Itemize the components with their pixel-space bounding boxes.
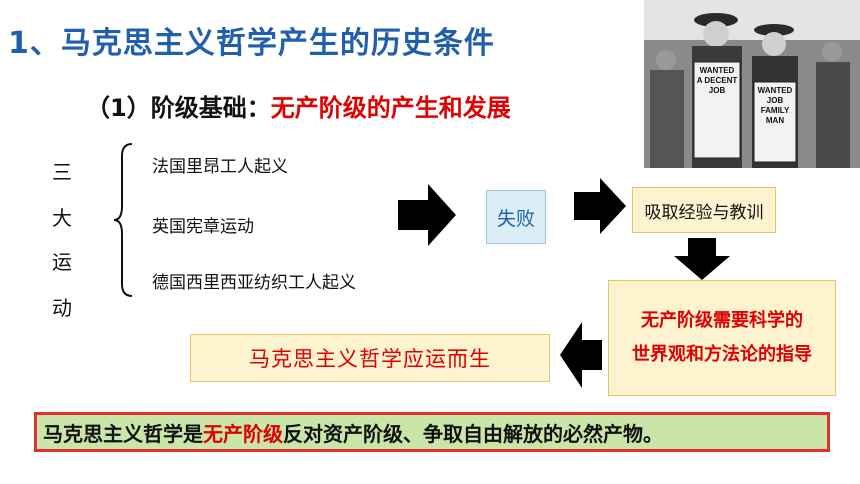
sign-text-1: WANTED A DECENT JOB xyxy=(696,66,738,95)
subtitle-prefix: （1）阶级基础： xyxy=(86,94,271,122)
conclusion-part-2: 反对资产阶级、争取自由解放的必然产物。 xyxy=(283,421,663,446)
sign-text-2: WANTED JOB FAMILY MAN xyxy=(757,86,793,125)
conclusion-banner: 马克思主义哲学是无产阶级反对资产阶级、争取自由解放的必然产物。 xyxy=(34,412,830,452)
movement-item-chartism: 英国宪章运动 xyxy=(152,217,254,237)
need-line-2: 世界观和方法论的指导 xyxy=(632,344,812,365)
arrow-right-icon xyxy=(398,184,456,246)
arrow-right-icon-2 xyxy=(574,178,626,234)
arrow-down-icon xyxy=(674,238,730,280)
conclusion-highlight: 无产阶级 xyxy=(203,421,283,446)
side-label-char-3: 运 xyxy=(52,250,72,274)
movement-item-lyon: 法国里昂工人起义 xyxy=(152,157,288,177)
subtitle-highlight: 无产阶级的产生和发展 xyxy=(270,94,511,122)
slide-title: 1、马克思主义哲学产生的历史条件 xyxy=(8,26,495,61)
fail-box: 失败 xyxy=(486,190,546,244)
need-line-1: 无产阶级需要科学的 xyxy=(641,310,803,331)
curly-brace xyxy=(113,143,133,297)
movement-item-silesia: 德国西里西亚纺织工人起义 xyxy=(152,273,356,293)
conclusion-part-1: 马克思主义哲学是 xyxy=(43,421,203,446)
arrow-left-icon xyxy=(560,322,602,388)
marxism-emerges-box: 马克思主义哲学应运而生 xyxy=(190,334,550,382)
section-subtitle: （1）阶级基础：无产阶级的产生和发展 xyxy=(86,88,511,123)
unemployed-workers-illustration xyxy=(644,0,860,168)
side-label-char-2: 大 xyxy=(52,206,72,230)
side-label-char-1: 三 xyxy=(52,160,72,184)
need-guidance-box: 无产阶级需要科学的 世界观和方法论的指导 xyxy=(608,280,836,396)
lessons-box: 吸取经验与教训 xyxy=(632,187,776,233)
side-label-char-4: 动 xyxy=(52,296,72,320)
historical-photo: WANTED A DECENT JOB WANTED JOB FAMILY MA… xyxy=(644,0,860,168)
